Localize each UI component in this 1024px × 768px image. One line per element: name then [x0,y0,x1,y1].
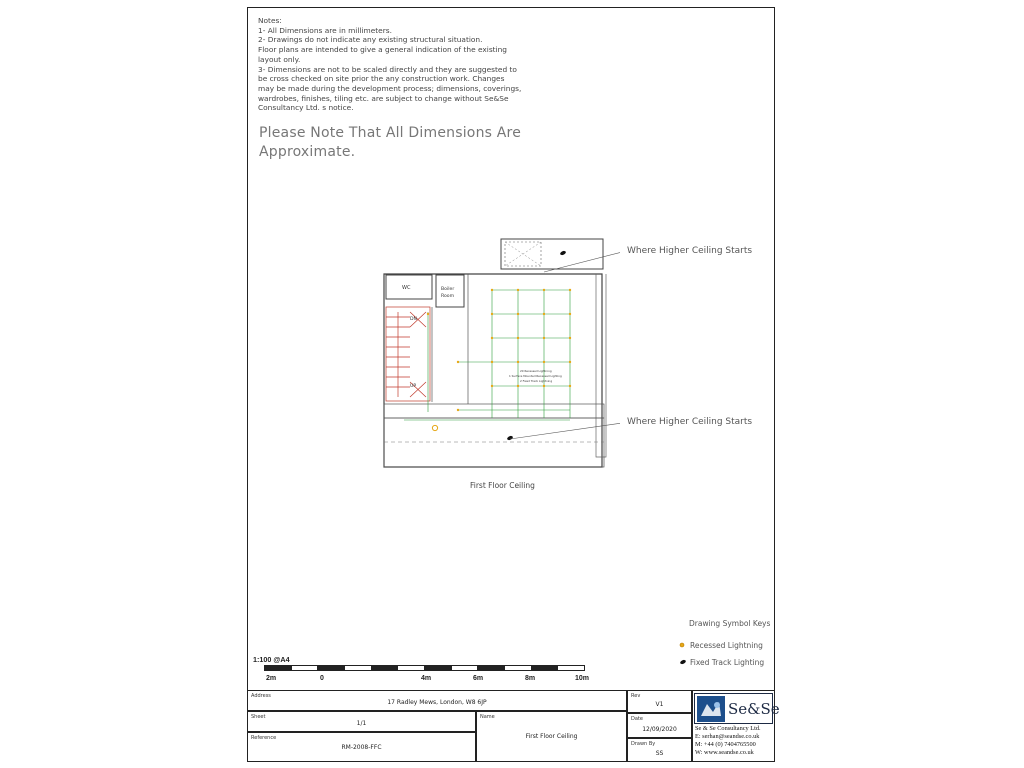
plan-title: First Floor Ceiling [470,481,535,490]
scale-tick: 2m [266,675,277,682]
sheet-label: Sheet [251,714,266,720]
upper-bay-inner [504,241,542,267]
rev-label: Rev [631,693,641,699]
callout-leader-bottom [509,422,620,440]
callout-higher-ceiling-top: Where Higher Ceiling Starts [627,246,753,256]
key-track-label: Fixed Track Lighting [690,658,765,667]
key-recessed-label: Recessed Lightning [690,641,763,650]
scale-label: 1:100 @A4 [253,655,290,664]
logo-badge-icon [697,695,725,722]
notes-line: Floor plans are intended to give a gener… [258,45,507,55]
wc-room [385,274,433,300]
notes-line: Consultancy Ltd. s notice. [258,103,354,113]
boiler-room [435,274,465,308]
room-label-wc: WC [402,285,411,291]
reference-label: Reference [251,735,277,741]
recessed-light-icon [679,641,690,650]
name-value: First Floor Ceiling [525,733,578,740]
title-block-sheet: Sheet 1/1 [247,711,476,732]
approx-line: Please Note That All Dimensions Are [259,125,522,141]
date-label: Date [631,716,643,722]
sheet-value: 1/1 [356,720,367,727]
company-contact: Se & Se Consultancy Ltd. E: serhan@seand… [695,725,775,757]
company-web: W: www.seandse.co.uk [695,749,754,756]
notes-line: wardrobes, finishes, tiling etc. are sub… [258,93,509,103]
title-block-drawn: Drawn By SS [627,738,692,762]
address-value: 17 Radley Mews, London, W8 6JP [387,699,487,706]
lighting-note: 20 Recessed Lightning [520,369,552,373]
company-logo: Se&Se [694,693,780,724]
title-block-rev: Rev V1 [627,690,692,713]
reference-value: RM-2008-FFC [341,744,382,751]
notes-line: may be made during the development proce… [258,83,522,93]
company-email: E: serhan@seandse.co.uk [695,733,760,740]
drawn-value: SS [655,750,664,757]
upper-bay [500,238,604,270]
scale-tick: 10m [575,675,590,682]
track-lights [507,250,566,441]
track-light-icon [679,658,690,667]
lighting-note: 2 Fixed Track Lightning [520,379,552,383]
scale-bar [264,665,585,671]
callout-leader-top [543,252,620,273]
stair-up-label: UP [410,383,416,389]
approx-note: Please Note That All Dimensions Are Appr… [259,124,521,162]
scale-tick: 8m [525,675,536,682]
name-label: Name [480,714,495,720]
company-name: Se & Se Consultancy Ltd. [695,725,761,732]
staircase [385,306,431,402]
title-block-address: Address 17 Radley Mews, London, W8 6JP [247,690,627,711]
lighting-note: 1 Surface Mounted Recessed Lighting [509,374,562,378]
floor-plan: WC Boiler Room DN UP 20 Recessed Lightni… [383,238,620,468]
address-label: Address [251,693,271,699]
stair-dn-label: DN [410,316,417,322]
room-label-boiler-room: Room [441,293,455,299]
lighting-grid [404,289,571,421]
date-value: 12/09/2020 [642,726,677,733]
room-label-boiler: Boiler [441,286,454,292]
scale-tick: 0 [320,675,324,682]
scale-tick: 4m [421,675,432,682]
scale-tick: 6m [473,675,484,682]
title-block-reference: Reference RM-2008-FFC [247,732,476,762]
outer-walls [383,273,603,468]
rev-value: V1 [655,701,664,708]
recessed-lights [426,288,572,432]
drawing-sheet [247,7,775,762]
notes-line: 2- Drawings do not indicate any existing… [258,35,483,45]
drawn-label: Drawn By [631,741,656,747]
company-phone: M: +44 (0) 7404765500 [695,741,756,748]
title-block-date: Date 12/09/2020 [627,713,692,738]
callout-higher-ceiling-bottom: Where Higher Ceiling Starts [627,417,753,427]
symbol-keys-title: Drawing Symbol Keys [689,619,771,628]
title-block-name: Name First Floor Ceiling [476,711,627,762]
notes-line: 1- All Dimensions are in millimeters. [258,25,392,35]
notes-line: 3- Dimensions are not to be scaled direc… [258,64,517,74]
notes-title: Notes: [258,16,282,25]
notes-line: layout only. [258,54,301,64]
key-recessed: Recessed Lightning [679,641,763,650]
approx-line: Approximate. [259,144,356,160]
key-track: Fixed Track Lighting [679,658,764,667]
notes-line: be cross checked on site prior the any c… [258,74,505,84]
logo-wordmark: Se&Se [728,699,780,718]
notes-block: Notes: 1- All Dimensions are in millimet… [258,16,523,113]
